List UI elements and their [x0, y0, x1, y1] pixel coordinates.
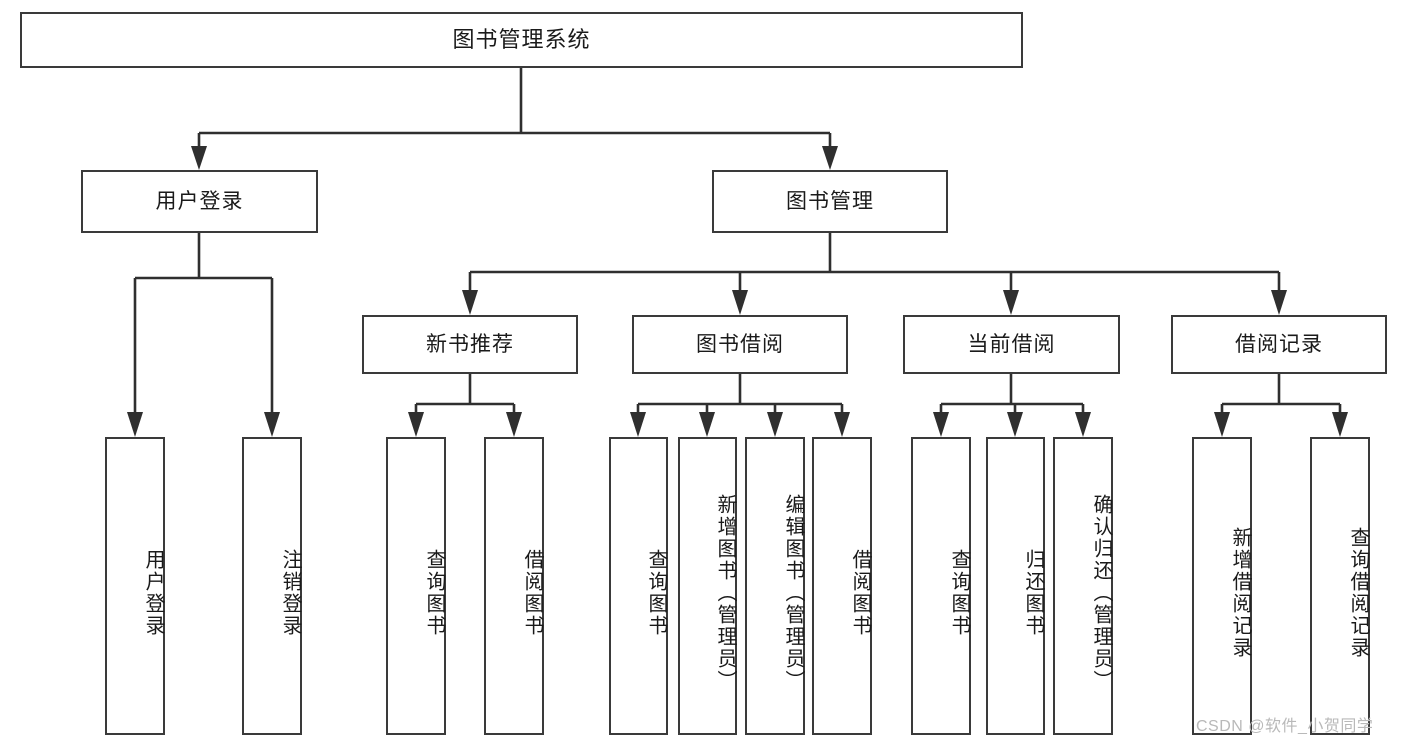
- arrow-leaf-user-login: [127, 412, 143, 437]
- leaf-query-book-2[interactable]: 查询图书: [609, 437, 668, 735]
- leaf-label: 查询图书: [948, 549, 970, 637]
- arrow-leaf-query-book-2: [630, 412, 646, 437]
- leaf-query-book-1[interactable]: 查询图书: [386, 437, 446, 735]
- arrow-leaf-borrow-book-1: [506, 412, 522, 437]
- arrow-to-borrow-record: [1271, 290, 1287, 315]
- arrow-to-book-manage: [822, 146, 838, 170]
- arrow-leaf-add-record: [1214, 412, 1230, 437]
- leaf-label: 查询图书: [645, 549, 667, 637]
- arrow-leaf-user-logout: [264, 412, 280, 437]
- node-borrow-record[interactable]: 借阅记录: [1171, 315, 1387, 374]
- leaf-label: 借阅图书: [521, 549, 543, 637]
- leaf-label: 确认归还（管理员）: [1090, 494, 1112, 692]
- leaf-borrow-book-1[interactable]: 借阅图书: [484, 437, 544, 735]
- leaf-label: 查询借阅记录: [1347, 527, 1369, 659]
- node-root-system[interactable]: 图书管理系统: [20, 12, 1023, 68]
- leaf-edit-book-admin[interactable]: 编辑图书（管理员）: [745, 437, 805, 735]
- arrow-leaf-borrow-book-2: [834, 412, 850, 437]
- arrow-leaf-return-book: [1007, 412, 1023, 437]
- leaf-user-logout[interactable]: 注销登录: [242, 437, 302, 735]
- arrow-leaf-query-record: [1332, 412, 1348, 437]
- arrow-leaf-add-book: [699, 412, 715, 437]
- leaf-label: 新增借阅记录: [1229, 527, 1251, 659]
- arrow-to-current-borrow: [1003, 290, 1019, 315]
- leaf-label: 注销登录: [279, 549, 301, 637]
- leaf-label: 用户登录: [142, 549, 164, 637]
- node-current-borrow[interactable]: 当前借阅: [903, 315, 1120, 374]
- leaf-confirm-return-admin[interactable]: 确认归还（管理员）: [1053, 437, 1113, 735]
- leaf-user-login[interactable]: 用户登录: [105, 437, 165, 735]
- arrow-leaf-query-book-3: [933, 412, 949, 437]
- leaf-borrow-book-2[interactable]: 借阅图书: [812, 437, 872, 735]
- arrow-to-user-login: [191, 146, 207, 170]
- leaf-label: 新增图书（管理员）: [714, 494, 736, 692]
- arrow-leaf-confirm-return: [1075, 412, 1091, 437]
- node-book-manage[interactable]: 图书管理: [712, 170, 948, 233]
- leaf-add-borrow-record[interactable]: 新增借阅记录: [1192, 437, 1252, 735]
- node-user-login[interactable]: 用户登录: [81, 170, 318, 233]
- leaf-query-borrow-record[interactable]: 查询借阅记录: [1310, 437, 1370, 735]
- leaf-add-book-admin[interactable]: 新增图书（管理员）: [678, 437, 737, 735]
- leaf-label: 借阅图书: [849, 549, 871, 637]
- arrow-to-book-borrow: [732, 290, 748, 315]
- node-new-book-recommend[interactable]: 新书推荐: [362, 315, 578, 374]
- leaf-label: 归还图书: [1022, 549, 1044, 637]
- node-book-borrow[interactable]: 图书借阅: [632, 315, 848, 374]
- arrow-to-new-book-rec: [462, 290, 478, 315]
- leaf-return-book[interactable]: 归还图书: [986, 437, 1045, 735]
- leaf-query-book-3[interactable]: 查询图书: [911, 437, 971, 735]
- csdn-watermark: CSDN @软件_小贺同学: [1196, 718, 1374, 735]
- arrow-leaf-edit-book: [767, 412, 783, 437]
- arrow-leaf-query-book-1: [408, 412, 424, 437]
- leaf-label: 编辑图书（管理员）: [782, 494, 804, 692]
- leaf-label: 查询图书: [423, 549, 445, 637]
